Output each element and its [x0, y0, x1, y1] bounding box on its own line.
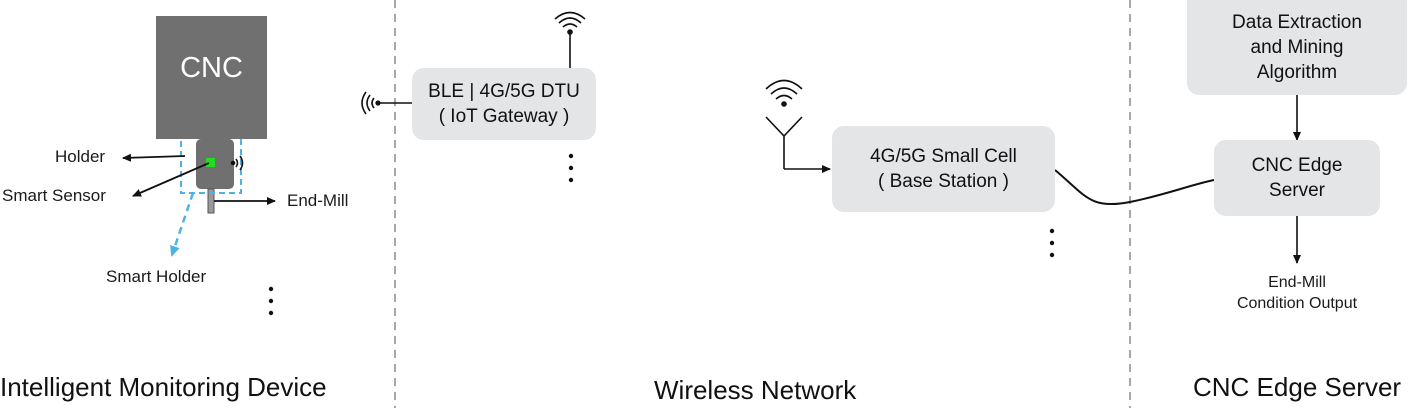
sensor-signal-icon: [230, 155, 244, 171]
end-mill-label: End-Mill: [287, 191, 349, 210]
holder-label: Holder: [55, 147, 106, 166]
holder-arrow: [122, 153, 186, 162]
iot-gateway-box: BLE | 4G/5G DTU ( IoT Gateway ): [412, 68, 596, 140]
gateway-line2: ( IoT Gateway ): [438, 106, 570, 127]
smart-sensor-chip: [206, 158, 215, 167]
device-ellipsis: [268, 286, 274, 316]
gateway-left-signal-icon: [361, 91, 412, 115]
base-station-antenna-icon: [765, 79, 803, 169]
algorithm-line1: Data Extraction: [1232, 12, 1362, 33]
gateway-line1: BLE | 4G/5G DTU: [428, 81, 580, 102]
end-mill-condition-output: End-Mill Condition Output: [1207, 272, 1387, 314]
cnc-machine: CNC: [156, 16, 267, 139]
gateway-antenna-icon: [554, 11, 586, 68]
smart-holder-label: Smart Holder: [106, 267, 207, 286]
output-line2: Condition Output: [1236, 295, 1358, 312]
smart-sensor-arrow: [132, 162, 210, 197]
smart-holder-arrow: [170, 192, 195, 257]
section-title-edge: CNC Edge Server: [1193, 372, 1402, 402]
output-line1: End-Mill: [1268, 274, 1326, 291]
algorithm-box: Data Extraction and Mining Algorithm: [1187, 0, 1407, 95]
section-title-wireless: Wireless Network: [654, 375, 857, 405]
smart-sensor-label: Smart Sensor: [2, 186, 106, 205]
base-station-box: 4G/5G Small Cell ( Base Station ): [832, 126, 1055, 212]
edge-server-line1: CNC Edge: [1251, 155, 1343, 176]
section-title-device: Intelligent Monitoring Device: [0, 372, 327, 402]
cnc-label: CNC: [180, 52, 243, 84]
edge-server-line2: Server: [1269, 180, 1325, 201]
algorithm-line2: and Mining: [1250, 37, 1344, 58]
base-station-ellipsis: [1049, 228, 1055, 258]
base-station-line2: ( Base Station ): [878, 171, 1009, 192]
wired-link-cable: [1054, 169, 1215, 206]
base-station-line1: 4G/5G Small Cell: [870, 146, 1017, 167]
gateway-ellipsis: [568, 153, 574, 183]
edge-server-box: CNC Edge Server: [1214, 140, 1380, 216]
algorithm-line3: Algorithm: [1256, 62, 1338, 83]
